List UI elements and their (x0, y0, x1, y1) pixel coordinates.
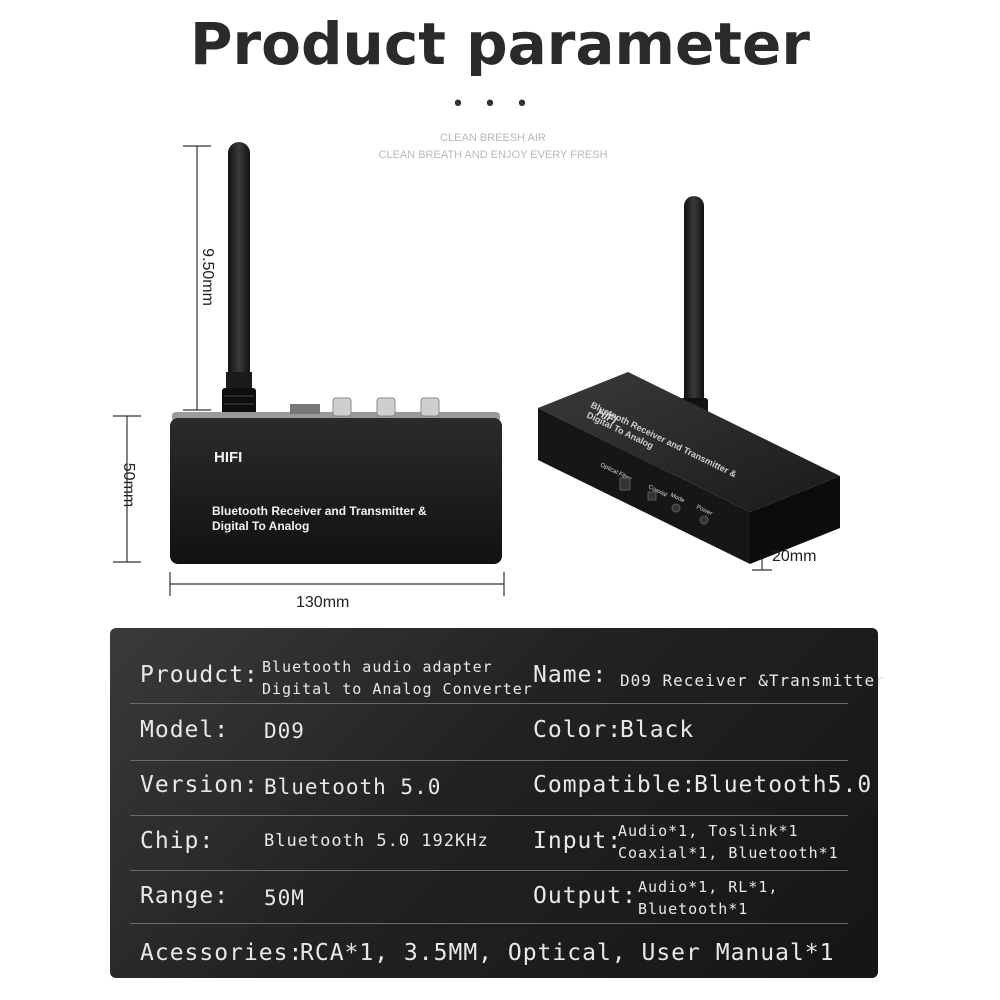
spec-color-value: Black (620, 717, 695, 743)
row-divider (130, 815, 848, 816)
device-side-face (538, 408, 750, 564)
row-divider (130, 870, 848, 871)
spec-compatible-label: Compatible: (533, 772, 697, 798)
spec-chip-label: Chip: (140, 828, 215, 854)
spec-output-value-2: Bluetooth*1 (638, 900, 749, 918)
spec-product-value-2: Digital to Analog Converter (262, 680, 533, 698)
row-divider (130, 760, 848, 761)
hifi-label: HIFI (214, 449, 242, 466)
spec-range-value: 50M (264, 886, 305, 910)
spec-input-value-2: Coaxial*1, Bluetooth*1 (618, 844, 839, 862)
spec-panel (110, 628, 878, 978)
page-title: Product parameter (190, 10, 810, 78)
dimension-body-height: 50mm (120, 462, 138, 508)
spec-range-label: Range: (140, 883, 230, 909)
spec-name-label: Name: (533, 662, 608, 688)
subtitle-line-2: CLEAN BREATH AND ENJOY EVERY FRESH (378, 149, 608, 161)
device-desc-line-1: Bluetooth Receiver and Transmitter & (212, 504, 427, 518)
dimension-body-depth: 20mm (772, 548, 817, 565)
antenna-angled-icon (680, 196, 708, 418)
spec-chip-value: Bluetooth 5.0 192KHz (264, 831, 489, 851)
antenna-front-icon (222, 142, 256, 416)
spec-output-value-1: Audio*1, RL*1, (638, 878, 779, 896)
spec-accessories-value: RCA*1, 3.5MM, Optical, User Manual*1 (300, 940, 835, 966)
spec-version-label: Version: (140, 772, 259, 798)
dimension-antenna-height: 9.50mm (198, 248, 216, 306)
spec-compatible-value: Bluetooth5.0 (694, 772, 873, 798)
spec-color-label: Color: (533, 717, 623, 743)
subtitle-line-1: CLEAN BREESH AIR (440, 132, 546, 144)
spec-model-label: Model: (140, 717, 230, 743)
spec-name-value: D09 Receiver &Transmitter (620, 671, 886, 690)
spec-accessories-label: Acessories: (140, 940, 304, 966)
spec-product-value-1: Bluetooth audio adapter (262, 658, 493, 676)
device-front-body (170, 418, 502, 564)
dimension-body-width: 130mm (296, 594, 350, 611)
rca-jack-icon (332, 397, 440, 417)
spec-input-label: Input: (533, 828, 623, 854)
device-desc-line-2: Digital To Analog (212, 519, 309, 533)
title-dots: • • • (451, 92, 535, 117)
spec-output-label: Output: (533, 883, 637, 909)
dimension-lines (113, 145, 772, 596)
port-icons (619, 477, 709, 525)
spec-version-value: Bluetooth 5.0 (264, 775, 442, 799)
spec-input-value-1: Audio*1, Toslink*1 (618, 822, 799, 840)
row-divider (130, 923, 848, 924)
product-illustration: HIFI Bluetooth Receiver and Transmitter … (113, 142, 840, 596)
spec-product-label: Proudct: (140, 662, 259, 688)
row-divider (130, 703, 848, 704)
device-end-face (750, 476, 840, 564)
device-top-face (538, 372, 840, 512)
spec-model-value: D09 (264, 719, 305, 743)
